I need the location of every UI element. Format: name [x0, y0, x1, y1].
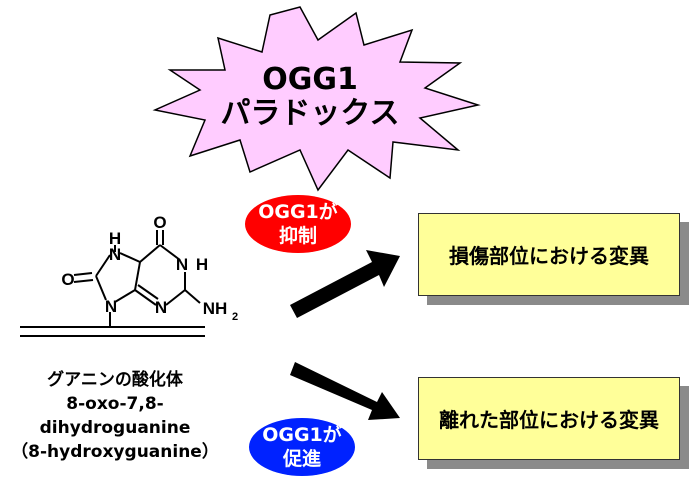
- promote-oval-line2: 促進: [282, 448, 321, 470]
- inhibit-oval-line2: 抑制: [278, 225, 317, 247]
- atom-n-bottom-left: N: [105, 297, 117, 316]
- atom-o-left: O: [61, 270, 74, 289]
- burst-title-line2: パラドックス: [220, 96, 400, 131]
- atom-nh2: NH: [203, 299, 228, 318]
- caption-line-1: グアニンの酸化体: [47, 370, 183, 390]
- inhibit-oval-line1: OGG1が: [258, 201, 338, 223]
- bond-lines: [20, 230, 205, 337]
- distant-site-mutation-label: 離れた部位における変異: [439, 408, 659, 432]
- atom-n-bottom-right: N: [155, 298, 167, 317]
- damage-site-mutation-box: 損傷部位における変異: [418, 213, 680, 296]
- atom-h-top: H: [109, 229, 121, 248]
- distant-site-mutation-box: 離れた部位における変異: [418, 377, 680, 460]
- atom-h-right: H: [196, 255, 208, 274]
- caption-line-2: 8-oxo-7,8-: [66, 394, 164, 414]
- atom-nh2-subscript: 2: [232, 311, 238, 323]
- inhibit-oval: OGG1が 抑制: [245, 195, 351, 253]
- arrow-up-right: [290, 250, 400, 318]
- atom-o-top: O: [153, 213, 166, 232]
- caption-line-4: （8-hydroxyguanine）: [11, 442, 219, 462]
- promote-oval-line1: OGG1が: [262, 424, 342, 446]
- molecule-caption: グアニンの酸化体 8-oxo-7,8- dihydroguanine （8-hy…: [0, 368, 230, 464]
- caption-line-3: dihydroguanine: [39, 418, 191, 438]
- starburst-polygon: [152, 6, 481, 192]
- promote-oval: OGG1が 促進: [249, 418, 355, 476]
- atom-labels: H O N O N H N N NH 2: [61, 213, 238, 323]
- burst-title-line1: OGG1: [262, 62, 358, 97]
- atom-n-top-left: N: [109, 245, 121, 264]
- damage-site-mutation-label: 損傷部位における変異: [449, 244, 649, 268]
- arrow-down-right: [290, 362, 400, 420]
- atom-n-right: N: [176, 255, 188, 274]
